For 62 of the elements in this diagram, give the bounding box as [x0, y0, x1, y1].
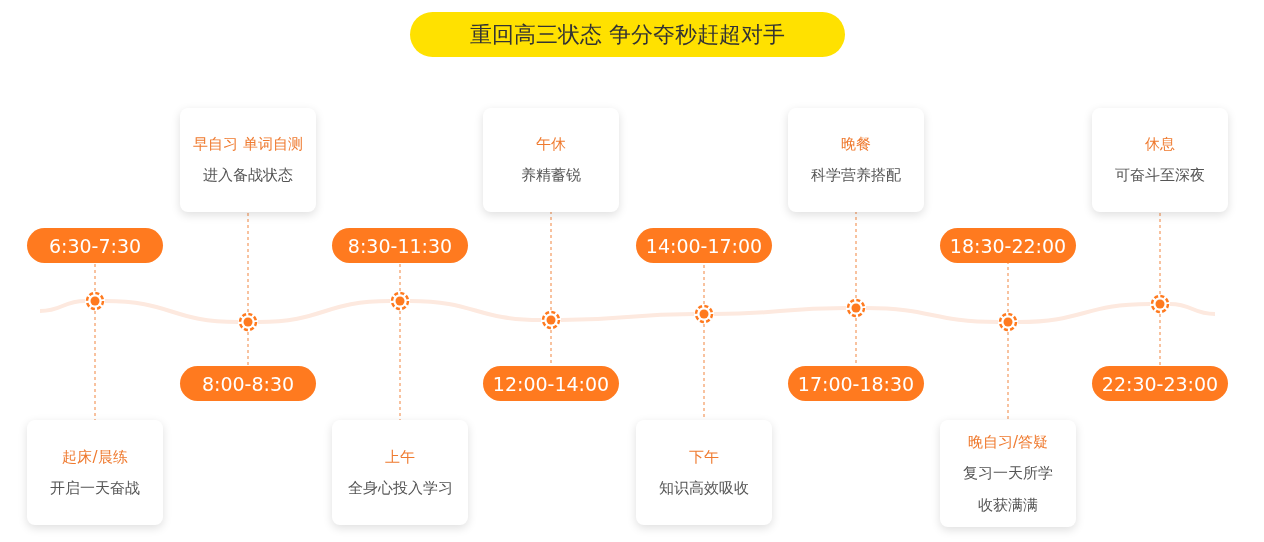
title-banner: 重回高三状态 争分夺秒赶超对手 — [410, 12, 845, 57]
info-card — [1092, 108, 1228, 212]
card-text: 可奋斗至深夜 — [1114, 165, 1206, 186]
timeline-wave — [865, 306, 999, 324]
timeline-dot-icon — [998, 312, 1018, 332]
card-title: 午休 — [536, 134, 566, 155]
dashed-connector — [399, 310, 401, 421]
card-text: 知识高效吸收 — [658, 477, 750, 499]
timeline-wave — [714, 306, 846, 316]
info-card — [940, 420, 1076, 527]
timeline-wave — [1169, 302, 1216, 316]
time-pill: 8:30-11:30 — [332, 228, 468, 263]
time-pill: 17:00-18:30 — [788, 366, 924, 401]
card-title: 上午 — [385, 446, 415, 468]
timeline-dot-icon — [390, 291, 410, 311]
dashed-connector — [247, 331, 249, 367]
timeline-dot-icon — [1150, 294, 1170, 314]
dashed-connector — [1159, 211, 1161, 295]
card-text: 全身心投入学习 — [346, 477, 454, 499]
timeline-dot-icon — [85, 291, 105, 311]
card-text: 科学营养搭配 — [810, 165, 902, 186]
dashed-connector — [1159, 313, 1161, 367]
card-text: 进入备战状态 — [202, 165, 294, 186]
info-card — [788, 108, 924, 212]
card-text: 开启一天奋战 — [49, 477, 141, 499]
time-pill: 12:00-14:00 — [483, 366, 619, 401]
timeline-dot-icon — [238, 312, 258, 332]
time-pill: 6:30-7:30 — [27, 228, 163, 263]
dashed-connector — [1007, 331, 1009, 421]
dashed-connector — [399, 262, 401, 292]
dashed-connector — [247, 211, 249, 313]
timeline-dot-icon — [694, 304, 714, 324]
card-text: 复习一天所学收获满满 — [962, 462, 1054, 516]
dashed-connector — [855, 211, 857, 299]
timeline-wave — [39, 299, 86, 313]
info-card — [180, 108, 316, 212]
dashed-connector — [94, 262, 96, 292]
card-text: 养精蓄锐 — [520, 165, 582, 186]
info-card — [483, 108, 619, 212]
info-card — [332, 420, 468, 525]
timeline-wave — [409, 299, 542, 322]
card-title: 早自习 单词自测 — [193, 134, 303, 155]
dashed-connector — [550, 211, 552, 311]
time-pill: 8:00-8:30 — [180, 366, 316, 401]
timeline-dot-icon — [846, 298, 866, 318]
time-pill: 14:00-17:00 — [636, 228, 772, 263]
card-title: 休息 — [1145, 134, 1175, 155]
dashed-connector — [94, 310, 96, 421]
time-pill: 22:30-23:00 — [1092, 366, 1228, 401]
card-title: 晚餐 — [841, 134, 871, 155]
timeline-dot-icon — [541, 310, 561, 330]
card-title: 起床/晨练 — [62, 446, 128, 468]
timeline-wave — [257, 299, 391, 324]
card-title: 晚自习/答疑 — [967, 431, 1049, 453]
info-card — [27, 420, 163, 525]
timeline-wave — [104, 299, 239, 324]
dashed-connector — [703, 262, 705, 305]
card-title: 下午 — [689, 446, 719, 468]
timeline-wave — [561, 312, 694, 322]
dashed-connector — [1007, 262, 1009, 313]
timeline-wave — [1017, 302, 1151, 324]
time-pill: 18:30-22:00 — [940, 228, 1076, 263]
